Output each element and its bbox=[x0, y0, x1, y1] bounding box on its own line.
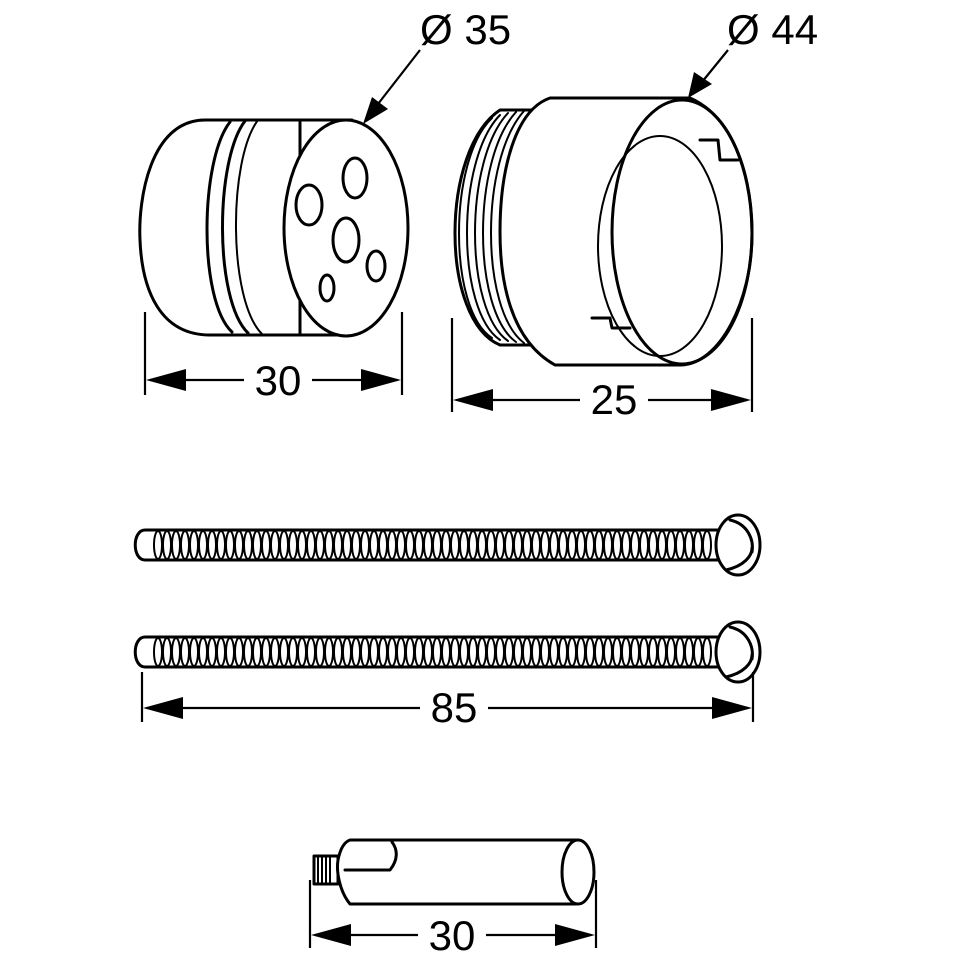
sleeve-length-dimension: 25 bbox=[450, 318, 754, 423]
sleeve-part bbox=[453, 96, 754, 367]
thread-coil bbox=[702, 637, 712, 667]
thread-coil bbox=[702, 530, 712, 560]
diameter-cap-label: Ø 35 bbox=[420, 6, 511, 53]
sleeve-length-label: 25 bbox=[591, 376, 638, 423]
screw-top bbox=[133, 513, 762, 577]
cap-part bbox=[138, 118, 410, 338]
cap-length-dimension: 30 bbox=[143, 312, 404, 404]
screw-bottom-threads bbox=[153, 637, 712, 667]
pin-length-label: 30 bbox=[429, 912, 476, 959]
diameter-sleeve-label: Ø 44 bbox=[727, 6, 818, 53]
cap-length-label: 30 bbox=[255, 357, 302, 404]
screw-top-threads bbox=[153, 530, 712, 560]
diameter-sleeve-callout: Ø 44 bbox=[688, 6, 818, 98]
screw-length-label: 85 bbox=[431, 684, 478, 731]
screw-bottom bbox=[133, 620, 762, 684]
pin-length-dimension: 30 bbox=[308, 880, 598, 959]
pin-part bbox=[312, 838, 596, 906]
diameter-cap-callout: Ø 35 bbox=[363, 6, 511, 124]
screw-length-dimension: 85 bbox=[140, 672, 755, 731]
